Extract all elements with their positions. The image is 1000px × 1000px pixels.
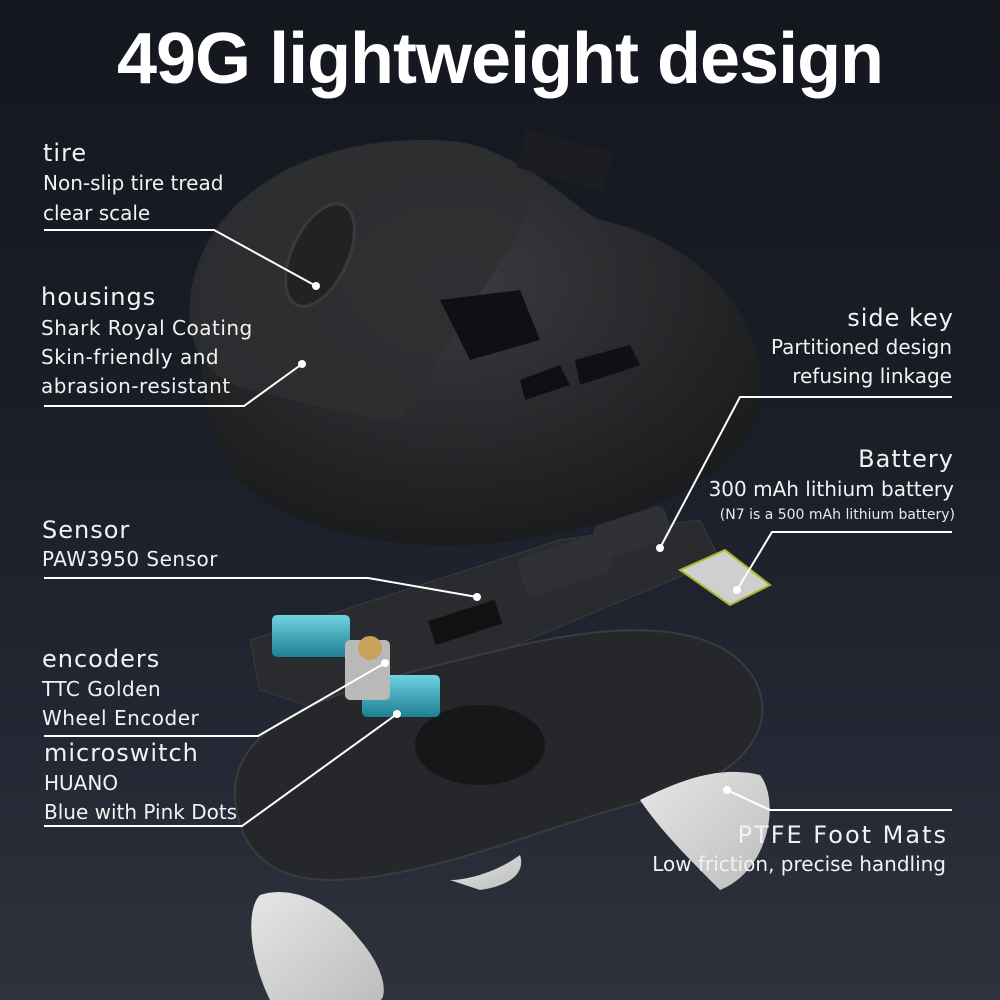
callout-feet-heading: PTFE Foot Mats — [737, 821, 948, 849]
callout-microswitch-line: Blue with Pink Dots — [44, 800, 238, 824]
callout-encoders-heading: encoders — [42, 645, 161, 673]
left-button — [189, 140, 528, 420]
callout-encoders-line: TTC Golden — [42, 677, 162, 701]
callout-side-key-line: Partitioned design — [770, 335, 952, 359]
callout-sensor-heading: Sensor — [42, 516, 131, 544]
foot-left — [251, 892, 384, 1000]
callout-tire-heading: tire — [43, 139, 88, 167]
callout-housings-line: abrasion-resistant — [41, 374, 231, 398]
callout-tire-line: clear scale — [43, 201, 151, 225]
callout-side-key-heading: side key — [847, 304, 954, 332]
callout-microswitch-line: HUANO — [44, 771, 119, 795]
callout-battery-line: 300 mAh lithium battery — [708, 477, 954, 501]
callout-housings-heading: housings — [41, 283, 157, 311]
callout-sensor-line: PAW3950 Sensor — [42, 547, 218, 571]
callout-feet-line: Low friction, precise handling — [652, 852, 946, 876]
callout-battery-note: (N7 is a 500 mAh lithium battery) — [719, 507, 955, 523]
foot-middle — [450, 855, 522, 890]
page-title: 49G lightweight design — [116, 19, 884, 99]
callout-side-key-line: refusing linkage — [792, 364, 952, 388]
left-switch — [272, 615, 350, 657]
callout-housings-line: Skin-friendly and — [41, 345, 220, 369]
battery — [677, 548, 772, 607]
foot-right — [640, 771, 770, 890]
callout-encoders-line: Wheel Encoder — [42, 706, 200, 730]
callout-housings-line: Shark Royal Coating — [41, 316, 253, 340]
callout-tire-line: Non-slip tire tread — [43, 171, 224, 195]
scroll-wheel — [284, 202, 356, 308]
callout-microswitch-heading: microswitch — [44, 739, 199, 767]
callout-battery-heading: Battery — [858, 445, 954, 473]
